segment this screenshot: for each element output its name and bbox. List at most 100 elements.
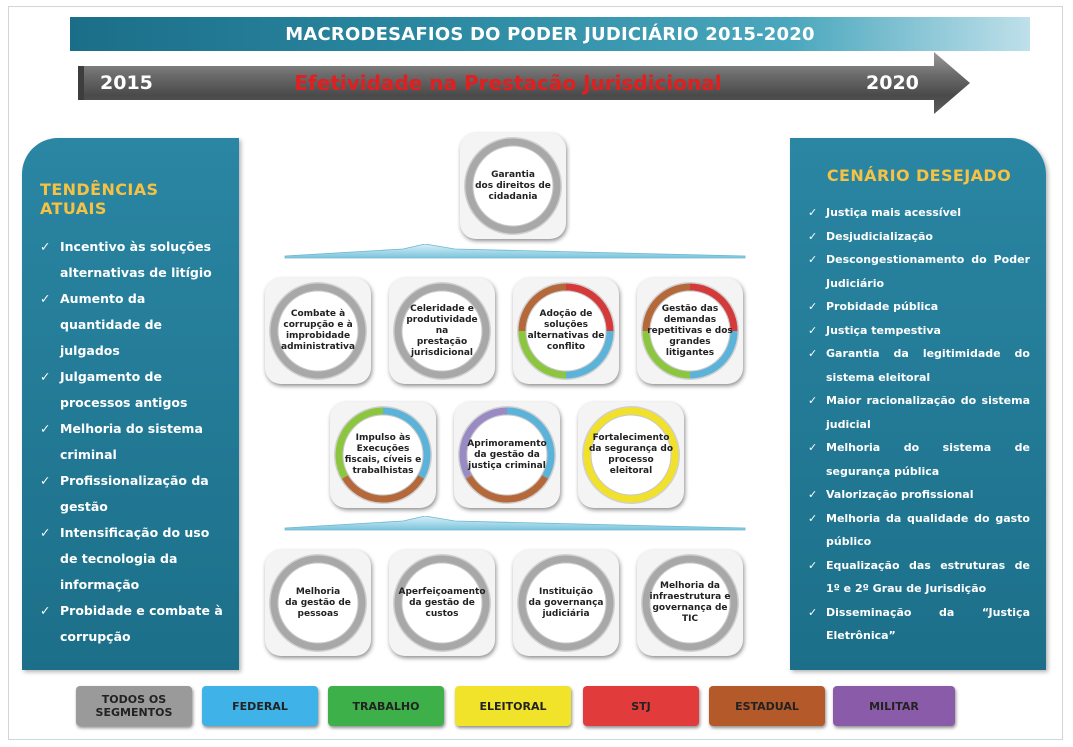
checkmark-icon: ✓ [808, 394, 818, 407]
page-title: MACRODESAFIOS DO PODER JUDICIÁRIO 2015-2… [285, 23, 815, 45]
scenario-item-label: Valorização profissional [826, 488, 974, 501]
trend-item: ✓Aumento da quantidade de julgados [40, 286, 225, 364]
macrochallenge-node: Melhoria da infraestrutura e governança … [637, 550, 743, 656]
scenario-item: ✓Justiça mais acessível [808, 201, 1030, 225]
macrochallenge-node: Celeridade e produtividade na prestação … [389, 278, 495, 384]
ring-icon [464, 137, 562, 235]
checkmark-icon: ✓ [808, 511, 818, 525]
ring-icon [641, 282, 739, 380]
scenario-item: ✓ Valorização profissional [808, 483, 1030, 507]
macrochallenge-label: Melhoria da infraestrutura e governança … [649, 581, 731, 624]
scenario-item-label: Probidade pública [826, 300, 939, 313]
macrochallenge-node: Instituição da governança judiciária [513, 550, 619, 656]
checkmark-icon: ✓ [808, 488, 818, 501]
scenario-item-label: Justiça tempestiva [826, 323, 941, 337]
ring-icon [641, 554, 739, 652]
scenario-item: ✓ Disseminação da “Justiça Eletrônica” [808, 601, 1030, 648]
scenario-item-label: Equalização das estruturas de 1º e 2º Gr… [826, 558, 1030, 596]
checkmark-icon: ✓ [808, 253, 818, 266]
current-trends-title: TENDÊNCIAS ATUAIS [40, 180, 159, 218]
checkmark-icon: ✓ [40, 369, 51, 384]
scenario-item-label: Descongestionamento do Poder Judiciário [826, 253, 1030, 290]
macrochallenge-node: Adoção de soluções alternativas de confl… [513, 278, 619, 384]
desired-scenario-list: ✓Justiça mais acessível✓Desjudicializaçã… [808, 201, 1030, 648]
scenario-item: ✓ Desjudicialização [808, 225, 1030, 249]
shelf-arrow-icon [284, 516, 746, 531]
checkmark-icon: ✓ [808, 229, 818, 243]
legend-segment: TODOS OS SEGMENTOS [76, 686, 192, 726]
timeline-arrow: 2015 Efetividade na Prestacão Jurisdicio… [78, 52, 970, 114]
scenario-item: ✓ Melhoria do sistema de segurança públic… [808, 436, 1030, 483]
trend-item: ✓ Incentivo às soluções alternativas de l… [40, 234, 225, 286]
scenario-item: ✓Melhoria da qualidade do gasto público [808, 507, 1030, 554]
legend-segment: MILITAR [833, 686, 955, 726]
macrochallenge-node: Impulso às Execuções fiscais, cíveis e t… [330, 402, 436, 508]
macrochallenge-label: Combate à corrupção e à improbidade admi… [281, 309, 355, 352]
macrochallenge-label: Fortalecimento da segurança do processo … [588, 433, 674, 476]
macrochallenge-label: Garantia dos direitos de cidadania [475, 169, 551, 202]
ring-icon [334, 406, 432, 504]
scenario-item: ✓ Equalização das estruturas de 1º e 2º G… [808, 554, 1030, 601]
trend-item-label: Intensificação do uso de tecnologia da i… [60, 525, 210, 592]
macrochallenge-label: Adoção de soluções alternativas de confl… [527, 309, 605, 352]
trend-item-label: Probidade e combate à corrupção [60, 603, 223, 644]
scenario-item-label: Melhoria do sistema de segurança pública [826, 441, 1030, 478]
scenario-item: ✓ Probidade pública [808, 295, 1030, 319]
timeline-label: Efetividade na Prestacão Jurisdicional [294, 71, 722, 95]
scenario-item-label: Maior racionalização do sistema judicial [826, 394, 1030, 431]
scenario-item-label: Desjudicialização [826, 229, 933, 243]
scenario-item-label: Disseminação da “Justiça Eletrônica” [826, 605, 1030, 643]
trend-item: ✓ Profissionalização da gestão [40, 468, 225, 520]
checkmark-icon: ✓ [808, 605, 818, 619]
checkmark-icon: ✓ [808, 300, 818, 313]
arrow-shape-icon [78, 52, 970, 114]
title-banner: MACRODESAFIOS DO PODER JUDICIÁRIO 2015-2… [70, 17, 1030, 51]
checkmark-icon: ✓ [40, 421, 51, 436]
trend-item-label: Melhoria do sistema criminal [60, 421, 203, 462]
tier-shelf [255, 244, 775, 266]
macrochallenge-label: Impulso às Execuções fiscais, cíveis e t… [344, 433, 422, 476]
checkmark-icon: ✓ [40, 525, 51, 540]
macrochallenge-label: Celeridade e produtividade na prestação … [406, 303, 478, 358]
trend-item: ✓Julgamento de processos antigos [40, 364, 225, 416]
macrochallenge-node: Garantia dos direitos de cidadania [460, 133, 566, 239]
ring-icon [393, 554, 491, 652]
checkmark-icon: ✓ [40, 473, 51, 488]
checkmark-icon: ✓ [808, 441, 818, 454]
legend-segment: ELEITORAL [455, 686, 571, 726]
timeline-end-year: 2020 [866, 72, 919, 94]
trend-item: ✓ Melhoria do sistema criminal [40, 416, 225, 468]
ring-icon [458, 406, 556, 504]
current-trends-list: ✓ Incentivo às soluções alternativas de l… [40, 234, 225, 650]
legend-segment: TRABALHO [328, 686, 444, 726]
macrochallenge-node: Gestão das demandas repetitivas e dos gr… [637, 278, 743, 384]
trend-item-label: Aumento da quantidade de julgados [60, 291, 163, 358]
desired-scenario-panel: CENÁRIO DESEJADO ✓Justiça mais acessível… [790, 138, 1046, 670]
macrochallenge-node: Melhoria da gestão de pessoas [265, 550, 371, 656]
ring-icon [582, 406, 680, 504]
scenario-item: ✓ Maior racionalização do sistema judicia… [808, 389, 1030, 436]
scenario-item: ✓ Descongestionamento do Poder Judiciário [808, 248, 1030, 295]
macrochallenge-node: Fortalecimento da segurança do processo … [578, 402, 684, 508]
tier-shelf [255, 516, 775, 538]
checkmark-icon: ✓ [808, 347, 818, 360]
trend-item: ✓ Intensificação do uso de tecnologia da … [40, 520, 225, 598]
checkmark-icon: ✓ [808, 206, 818, 219]
desired-scenario-title: CENÁRIO DESEJADO [826, 166, 1012, 185]
trend-item: ✓Probidade e combate à corrupção [40, 598, 225, 650]
macrochallenge-label: Aprimoramento da gestão da justiça crimi… [467, 438, 547, 471]
legend-segment: STJ [583, 686, 699, 726]
ring-icon [393, 282, 491, 380]
scenario-item: ✓Justiça tempestiva [808, 319, 1030, 343]
checkmark-icon: ✓ [40, 239, 51, 254]
timeline-start-year: 2015 [100, 72, 153, 94]
shelf-arrow-icon [284, 244, 746, 259]
checkmark-icon: ✓ [808, 558, 818, 572]
page-frame [8, 6, 1063, 740]
trend-item-label: Profissionalização da gestão [60, 473, 209, 514]
current-trends-panel: TENDÊNCIAS ATUAIS ✓ Incentivo às soluções… [22, 138, 239, 670]
macrochallenge-node: Aperfeiçoamento da gestão de custos [389, 550, 495, 656]
trend-item-label: Incentivo às soluções alternativas de li… [60, 239, 212, 280]
macrochallenge-node: Aprimoramento da gestão da justiça crimi… [454, 402, 560, 508]
